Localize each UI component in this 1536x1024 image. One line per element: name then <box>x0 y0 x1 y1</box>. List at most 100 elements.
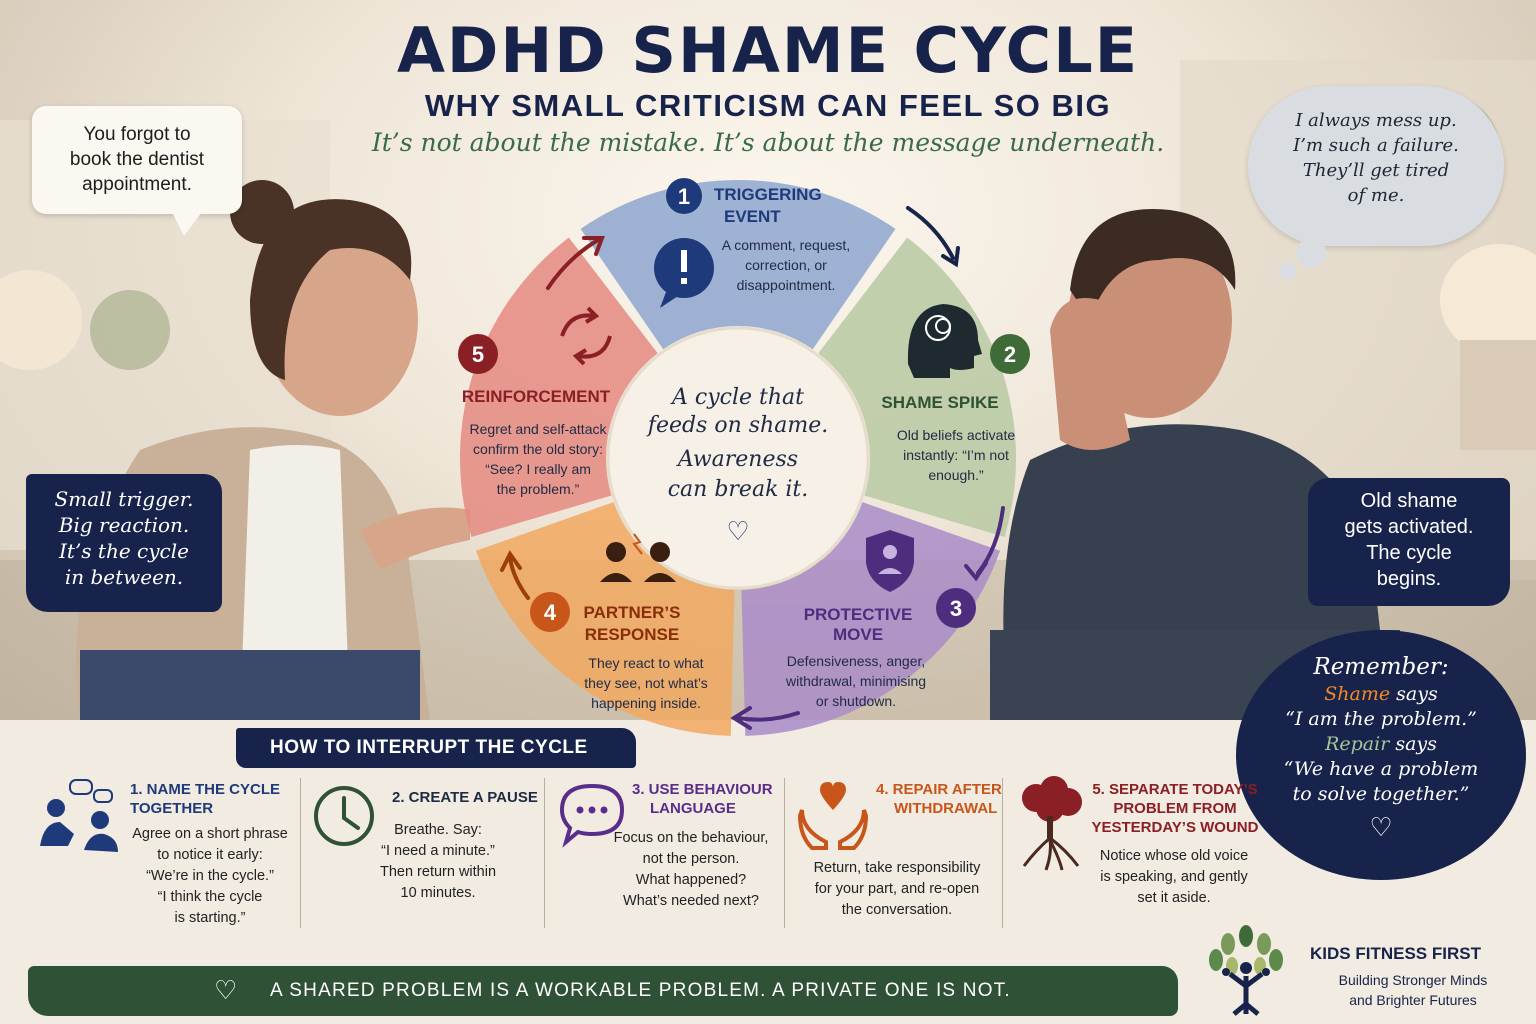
repair-says: says <box>1389 733 1437 755</box>
step-divider <box>1002 778 1003 928</box>
footer-message: A SHARED PROBLEM IS A WORKABLE PROBLEM. … <box>270 980 1011 1001</box>
interrupt-step: 4. REPAIR AFTER WITHDRAWAL Return, take … <box>792 776 1002 936</box>
wheel-center <box>606 326 870 590</box>
arrow-icon <box>546 238 600 290</box>
stage-body: A comment, request, <box>722 237 850 253</box>
two-people-conflict-icon <box>600 533 676 582</box>
interrupt-step: 1. NAME THE CYCLE TOGETHER Agree on a sh… <box>30 776 290 936</box>
stage-number-badge <box>936 588 976 628</box>
center-line: feeds on shame. <box>646 413 828 438</box>
stage-title: PROTECTIVE <box>804 605 913 624</box>
remember-repair-line: Repair says <box>1236 732 1526 757</box>
step-title: 2. CREATE A PAUSE <box>392 789 538 806</box>
stage-body: “See? I really am <box>485 461 591 477</box>
callout-line: in between. <box>64 565 184 589</box>
stage-body: or shutdown. <box>816 693 896 709</box>
step-title-line: LANGUAGE <box>650 800 736 817</box>
arrow-head-icon <box>500 550 522 572</box>
callout-line: It’s the cycle <box>59 539 189 563</box>
thought-line: I’m such a failure. <box>1293 135 1459 156</box>
arrow-icon <box>508 556 530 600</box>
step-body-line: Then return within <box>379 864 497 880</box>
wheel-slices <box>460 180 1016 736</box>
step-body: Focus on the behaviour, not the person. … <box>606 828 776 912</box>
page-tagline: It’s not about the mistake. It’s about t… <box>371 128 1165 157</box>
step-title-line: WITHDRAWAL <box>894 800 998 817</box>
stage-title: EVENT <box>724 207 781 226</box>
arrow-icon <box>906 206 955 260</box>
shame-word: Shame <box>1324 683 1391 705</box>
callout-line: Small trigger. <box>54 487 194 511</box>
heart-icon: ♡ <box>1369 813 1393 843</box>
stage-body: instantly: “I’m not <box>903 447 1009 463</box>
step-body-line: set it aside. <box>1137 890 1211 906</box>
clock-icon <box>314 786 374 846</box>
step-title-line: 1. NAME THE CYCLE <box>130 781 281 798</box>
thought-line: They’ll get tired <box>1302 160 1450 181</box>
step-body-line: What’s needed next? <box>623 893 759 909</box>
repair-quote-line: “We have a problem <box>1283 758 1479 780</box>
heart-icon: ♡ <box>214 976 238 1006</box>
shield-person-icon <box>866 530 914 592</box>
thought-dot <box>1278 262 1296 280</box>
callout-line: The cycle <box>1366 542 1452 564</box>
repair-quote-line: to solve together.” <box>1292 783 1470 805</box>
left-callout: Small trigger. Big reaction. It’s the cy… <box>26 474 222 612</box>
step-body: Return, take responsibility for your par… <box>792 858 1002 921</box>
thought-dot <box>1296 238 1326 268</box>
brand-name: KIDS FITNESS FIRST <box>1310 944 1481 963</box>
center-line: Awareness <box>676 447 798 472</box>
step-body-line: What happened? <box>635 872 747 888</box>
shame-cycle-wheel: A cycle that feeds on shame. Awareness c… <box>458 178 1030 736</box>
remember-shame-line: Shame says <box>1236 682 1526 707</box>
stage-number: 1 <box>678 184 690 209</box>
center-line: A cycle that <box>670 385 804 410</box>
shame-quote: “I am the problem.” <box>1285 708 1477 730</box>
stage-body: disappointment. <box>737 277 836 293</box>
stage-title: SHAME SPIKE <box>881 393 998 412</box>
step-body-line: “I think the cycle <box>157 889 263 905</box>
speech-bubble: You forgot to book the dentist appointme… <box>32 106 242 236</box>
brand-block: KIDS FITNESS FIRST Building Stronger Min… <box>1196 924 1516 1016</box>
step-body-line: is starting.” <box>174 910 246 926</box>
step-title-line: 4. REPAIR AFTER <box>876 781 1002 798</box>
step-body-line: the conversation. <box>841 902 953 918</box>
step-divider <box>544 778 545 928</box>
page-title: ADHD SHAME CYCLE <box>396 14 1140 87</box>
shame-says: says <box>1390 683 1438 705</box>
step-title: 1. NAME THE CYCLE TOGETHER <box>130 780 280 818</box>
tree-roots-icon <box>1022 776 1082 871</box>
step-title-line: 3. USE BEHAVIOUR <box>632 781 773 798</box>
stage-number-badge <box>666 178 702 214</box>
step-body-line: Breathe. Say: <box>394 822 482 838</box>
speech-line: appointment. <box>82 174 192 195</box>
exclamation-speech-icon <box>654 238 714 308</box>
stage-number-badge <box>530 592 570 632</box>
stage-title: REINFORCEMENT <box>462 387 611 406</box>
stage-body: Old beliefs activate <box>897 427 1015 443</box>
wheel-center-text: A cycle that feeds on shame. Awareness c… <box>646 385 828 547</box>
brand-tagline: Building Stronger Minds and Brighter Fut… <box>1318 970 1508 1010</box>
stage-number: 3 <box>950 596 962 621</box>
arrow-head-icon <box>964 561 988 582</box>
two-people-talking-icon <box>40 779 118 852</box>
step-body-line: “We’re in the cycle.” <box>146 868 274 884</box>
step-body-line: Return, take responsibility <box>813 860 981 876</box>
arrow-head-icon <box>941 246 960 268</box>
callout-line: Old shame <box>1360 490 1458 512</box>
step-body-line: is speaking, and gently <box>1100 869 1248 885</box>
step-body-line: Agree on a short phrase <box>132 826 288 842</box>
thought-line: of me. <box>1347 185 1405 206</box>
wheel-slice <box>460 237 658 537</box>
stage-body: They react to what <box>588 655 703 671</box>
step-body-line: to notice it early: <box>157 847 263 863</box>
thought-bubble: I always mess up. I’m such a failure. Th… <box>1248 86 1504 246</box>
step-body-line: not the person. <box>642 851 740 867</box>
interrupt-heading: HOW TO INTERRUPT THE CYCLE <box>236 728 636 768</box>
step-title-line: 5. SEPARATE TODAY’S <box>1092 781 1258 798</box>
wheel-slice <box>580 180 896 350</box>
cycle-arrows-icon <box>560 306 612 366</box>
interrupt-step: 3. USE BEHAVIOUR LANGUAGE Focus on the b… <box>552 776 782 936</box>
right-callout: Old shame gets activated. The cycle begi… <box>1308 478 1510 606</box>
step-title-line: PROBLEM FROM <box>1113 800 1237 817</box>
